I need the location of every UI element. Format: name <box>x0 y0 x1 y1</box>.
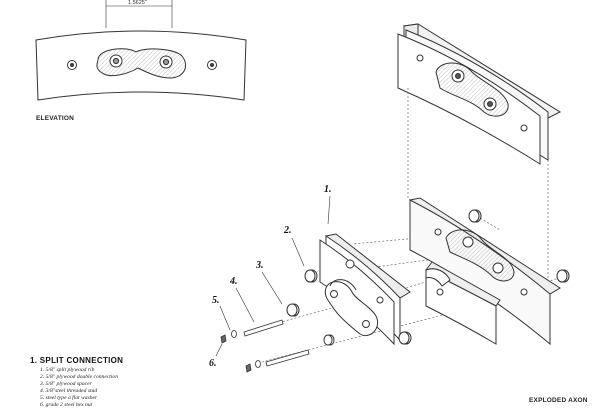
dimension-label: 1.5625" <box>128 0 147 6</box>
parts-legend: 1. SPLIT CONNECTION 1. 5/8" split plywoo… <box>30 356 123 409</box>
legend-item: 2. 5/8" plywood double connection <box>40 374 119 380</box>
legend-item: 4. 3/8"steel threaded stud <box>40 388 98 394</box>
elevation-label: ELEVATION <box>36 115 75 122</box>
callout-3: 3. <box>256 260 264 271</box>
part-washers-nuts <box>220 330 261 373</box>
part-spacers <box>286 209 570 346</box>
part-double-connection <box>319 233 411 346</box>
part-threaded-studs <box>243 319 310 367</box>
callout-6: 6. <box>209 358 217 369</box>
leader-lines <box>215 195 331 357</box>
callout-2: 2. <box>284 225 292 236</box>
legend-item: 3. 5/8" plywood spacer <box>40 381 92 387</box>
elevation-drawing <box>35 0 247 101</box>
exploded-axon-label: EXPLODED AXON <box>529 397 588 404</box>
assembled-axon <box>397 23 562 165</box>
callout-4: 4. <box>230 276 238 287</box>
callout-1: 1. <box>324 184 332 195</box>
callout-5: 5. <box>212 295 220 306</box>
part-rib-middle <box>425 261 501 345</box>
legend-item: 6. grade 2 steel hex nut <box>40 402 93 408</box>
legend-title: 1. SPLIT CONNECTION <box>30 356 124 365</box>
legend-item: 1. 5/8" split plywood rib <box>40 367 95 373</box>
legend-list: 1. 5/8" split plywood rib 2. 5/8" plywoo… <box>30 367 123 409</box>
legend-item: 5. steel type a flat washer <box>40 395 98 401</box>
